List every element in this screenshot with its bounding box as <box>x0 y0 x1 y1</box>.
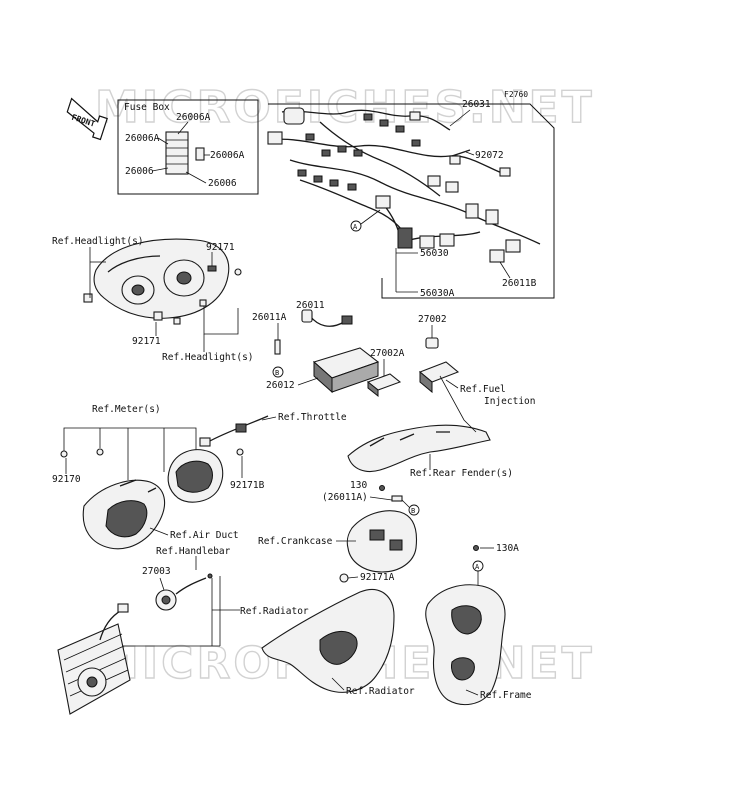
callout-27003: 27003 <box>142 566 171 577</box>
figure-code: F2760 <box>504 90 528 99</box>
ref-headlight-top: Ref.Headlight(s) <box>52 236 144 247</box>
ref-rear-fender: Ref.Rear Fender(s) <box>410 468 513 479</box>
clip-icon <box>173 317 181 325</box>
callout-26011A-paren: (26011A) <box>322 492 368 503</box>
callout-26011: 26011 <box>296 300 325 311</box>
marker-b-lower <box>408 504 420 516</box>
ref-meter: Ref.Meter(s) <box>92 404 161 415</box>
callout-26031: 26031 <box>462 99 491 110</box>
harness-bracket <box>268 103 555 299</box>
crankcase-icon <box>346 510 418 573</box>
marker-b-upper-label: B <box>275 369 279 377</box>
marker-a-lower-label: A <box>475 563 480 571</box>
callout-26011A: 26011A <box>252 312 287 323</box>
sensor-26011A-lower-icon <box>391 495 403 502</box>
fuel-injection-module-icon <box>418 361 460 394</box>
throttle-sensor-icon <box>199 415 269 456</box>
horn-27003-icon <box>155 577 207 611</box>
sensor-26011-icon <box>301 309 353 327</box>
main-wire-harness <box>267 107 541 263</box>
fuse-label-26006A-right: 26006A <box>210 150 245 161</box>
ref-radiator-bottom: Ref.Radiator <box>346 686 415 697</box>
callout-92170: 92170 <box>52 474 81 485</box>
bolt-horn-icon <box>207 573 213 579</box>
callout-27002: 27002 <box>418 314 447 325</box>
callout-92171A: 92171A <box>360 572 395 583</box>
radiator-icon <box>57 603 131 715</box>
sensor-26011A-icon <box>274 339 281 355</box>
bolt-130A-icon <box>473 545 479 551</box>
marker-a-top-label: A <box>353 223 358 231</box>
callout-92171-upper: 92171 <box>206 242 235 253</box>
bolt-130-icon <box>379 485 385 491</box>
callout-130: 130 <box>350 480 367 491</box>
meter-assembly-icon <box>60 448 224 503</box>
callout-56030: 56030 <box>420 248 449 259</box>
fuse-label-26006A-left: 26006A <box>125 133 160 144</box>
fuse-label-26006A-top: 26006A <box>176 112 211 123</box>
marker-a-top <box>350 220 362 232</box>
ref-headlight-bottom: Ref.Headlight(s) <box>162 352 254 363</box>
part-92072-icon <box>451 149 471 157</box>
radiator-cover-icon <box>261 589 395 693</box>
fuse-box-inset <box>117 99 259 195</box>
ref-throttle: Ref.Throttle <box>278 412 347 423</box>
air-duct-icon <box>82 479 166 550</box>
front-label: FRONT <box>71 113 97 129</box>
watermark-top: MICROFICHES.NET <box>95 82 595 133</box>
callout-130A: 130A <box>496 543 519 554</box>
screw-92171-upper-icon <box>207 265 217 272</box>
ref-fuel-injection-line2: Injection <box>484 396 535 407</box>
relay-27002A-icon <box>366 373 402 398</box>
ref-air-duct: Ref.Air Duct <box>170 530 239 541</box>
frame-icon <box>425 584 506 706</box>
ref-frame: Ref.Frame <box>480 690 532 701</box>
fuse-label-26006-bottom: 26006 <box>208 178 237 189</box>
callout-92072: 92072 <box>475 150 504 161</box>
callout-92171-lower: 92171 <box>132 336 161 347</box>
marker-b-upper <box>272 366 284 378</box>
fuse-box-icon <box>165 131 205 175</box>
ref-radiator-left: Ref.Radiator <box>240 606 309 617</box>
nut-icon <box>234 268 242 276</box>
ref-fuel-injection-line1: Ref.Fuel <box>460 384 506 395</box>
bolt-92171A-icon <box>339 573 349 583</box>
fuse-label-26006-left: 26006 <box>125 166 154 177</box>
callout-92171B: 92171B <box>230 480 265 491</box>
callout-26011B: 26011B <box>502 278 537 289</box>
callout-26012: 26012 <box>266 380 295 391</box>
callout-56030A: 56030A <box>420 288 455 299</box>
headlight-assembly <box>83 238 230 319</box>
rear-fender-icon <box>347 424 491 473</box>
fuse-box-title: Fuse Box <box>124 102 170 113</box>
screw-92171-lower-icon <box>153 311 163 321</box>
ref-crankcase: Ref.Crankcase <box>258 536 333 547</box>
clip-2-icon <box>199 299 207 307</box>
ecu-26012-icon <box>312 347 380 394</box>
callout-27002A: 27002A <box>370 348 405 359</box>
ref-handlebar: Ref.Handlebar <box>156 546 231 557</box>
marker-b-lower-label: B <box>411 507 415 515</box>
relay-27002-icon <box>425 337 439 349</box>
